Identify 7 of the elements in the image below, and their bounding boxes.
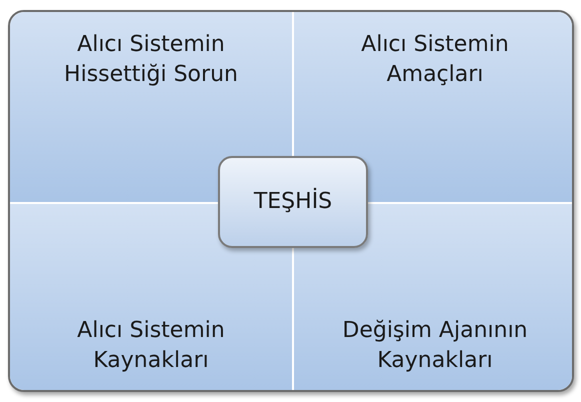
quadrant-label: Alıcı Sistemin Amaçları — [360, 31, 510, 89]
center-label: TEŞHİS — [254, 187, 332, 216]
quadrant-label: Alıcı Sistemin Hissettiği Sorun — [63, 31, 239, 89]
quadrant-label: Değişim Ajanının Kaynakları — [341, 317, 529, 375]
quadrant-label: Alıcı Sistemin Kaynakları — [76, 317, 226, 375]
center-box — [218, 156, 368, 248]
matrix-frame — [8, 10, 574, 392]
